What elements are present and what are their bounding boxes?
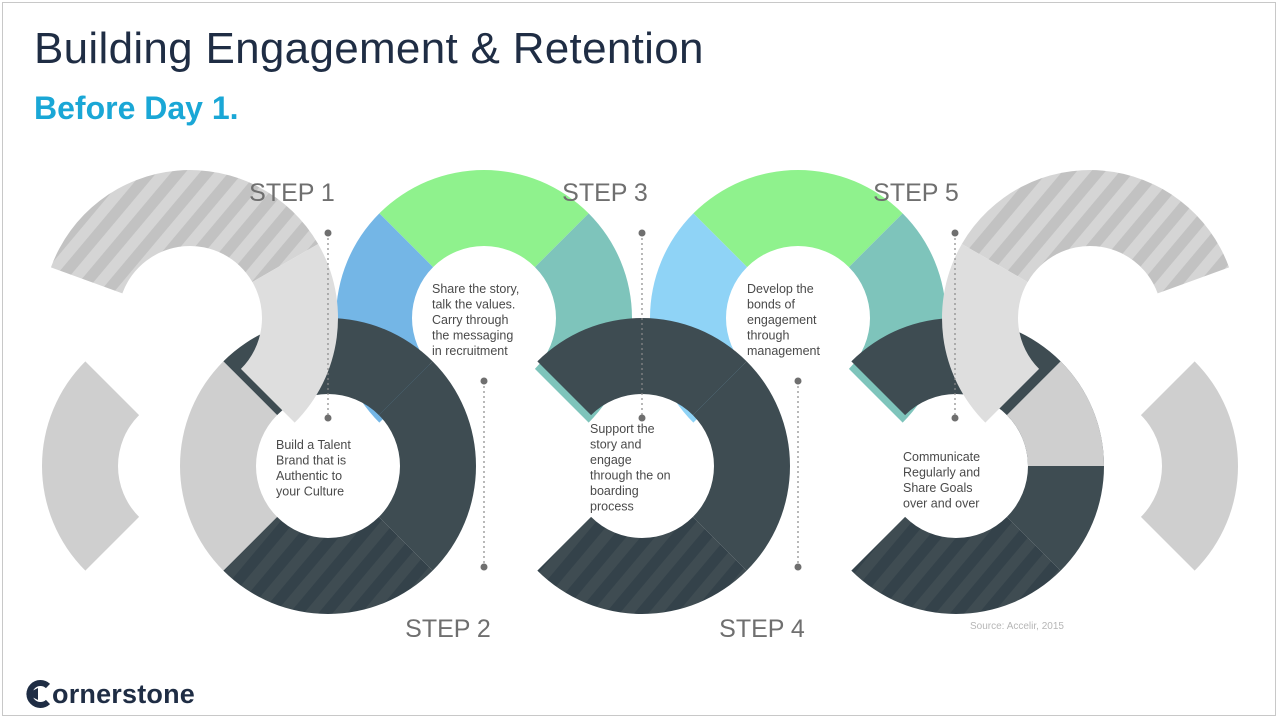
step-5-ring-lower — [851, 516, 1061, 615]
right-top-grey-ring — [961, 170, 1230, 294]
left-top-grey-ring — [50, 170, 319, 294]
slide-title: Building Engagement & Retention — [34, 24, 704, 73]
step-4-ring-top — [693, 170, 903, 268]
connector-dot-2-2 — [480, 563, 488, 571]
step-2-label: STEP 2 — [405, 615, 491, 643]
connector-dot-5-2 — [951, 414, 959, 422]
connector-dot-3-1 — [638, 229, 646, 237]
connector-dot-3-2 — [638, 414, 646, 422]
logo-wordmark: ornerstone — [52, 678, 196, 709]
step-5-ring-right — [1006, 361, 1104, 466]
step-3-label: STEP 3 — [562, 179, 648, 207]
right-top-grey-ring-side — [942, 244, 1040, 423]
right-bottom-grey-ring — [1140, 361, 1239, 571]
step-descriptions: Build a Talent Brand that is Authentic t… — [276, 282, 984, 514]
connector-dot-4-1 — [794, 377, 802, 385]
connector-dot-5-1 — [951, 229, 959, 237]
step-3-description: Support the story and engage through the… — [590, 422, 674, 514]
connector-dot-2-1 — [480, 377, 488, 385]
step-1-label: STEP 1 — [249, 179, 335, 207]
step-labels: STEP 1 STEP 2 STEP 3 STEP 4 STEP 5 — [249, 179, 959, 643]
left-top-grey-ring-side — [240, 244, 338, 423]
step-4-label: STEP 4 — [719, 615, 805, 643]
slide-subtitle: Before Day 1. — [34, 90, 239, 126]
connector-dot-1-2 — [324, 414, 332, 422]
cornerstone-c-icon — [26, 680, 51, 708]
connector-dot-1-1 — [324, 229, 332, 237]
step-1-ring-lower — [223, 516, 433, 614]
step-1-description: Build a Talent Brand that is Authentic t… — [276, 438, 354, 499]
step-2-description: Share the story, talk the values. Carry … — [432, 282, 523, 358]
step-4-description: Develop the bonds of engagement through … — [747, 282, 820, 358]
step-1-ring-right — [378, 361, 476, 571]
step-1-ring-left — [180, 361, 278, 571]
step-3-ring-right — [692, 361, 790, 571]
connector-dot-4-2 — [794, 563, 802, 571]
source-citation: Source: Accelir, 2015 — [970, 621, 1064, 632]
dotted-connectors — [324, 229, 959, 571]
step-5-label: STEP 5 — [873, 179, 959, 207]
step-3-ring-lower — [537, 516, 747, 614]
ring-segments — [42, 170, 1239, 615]
cornerstone-logo: ornerstone — [24, 676, 195, 712]
step-2-ring-top — [379, 170, 589, 268]
left-bottom-grey-ring — [42, 361, 140, 571]
step-3-ring-upper-left — [537, 318, 747, 416]
step-5-description: Communicate Regularly and Share Goals ov… — [903, 450, 984, 511]
